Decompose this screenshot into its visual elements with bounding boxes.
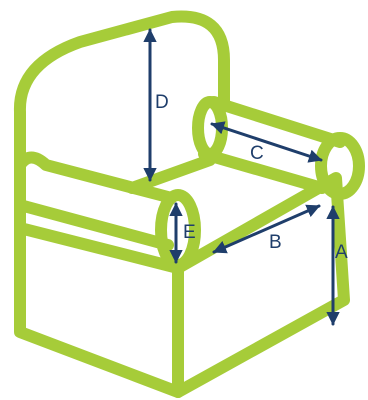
label-c: C [250,143,264,164]
dimension-c-arrow [210,121,323,163]
backrest-outline [13,10,230,169]
label-d: D [155,92,169,113]
label-e: E [183,222,196,243]
label-b: B [269,232,282,253]
dimension-b-arrow [212,204,321,254]
seat-front-panel [14,157,184,398]
dimension-labels: A B C D E [155,92,348,263]
seat-front-top [14,199,174,251]
dimension-lines [143,28,340,326]
label-a: A [335,242,348,263]
armchair-outline [13,10,365,398]
seat-back-line [126,154,216,194]
right-arm-front-cap [315,132,365,200]
right-arm-back-cap [192,96,228,160]
right-side-panel [172,172,350,398]
seat-front-cap [155,189,201,271]
